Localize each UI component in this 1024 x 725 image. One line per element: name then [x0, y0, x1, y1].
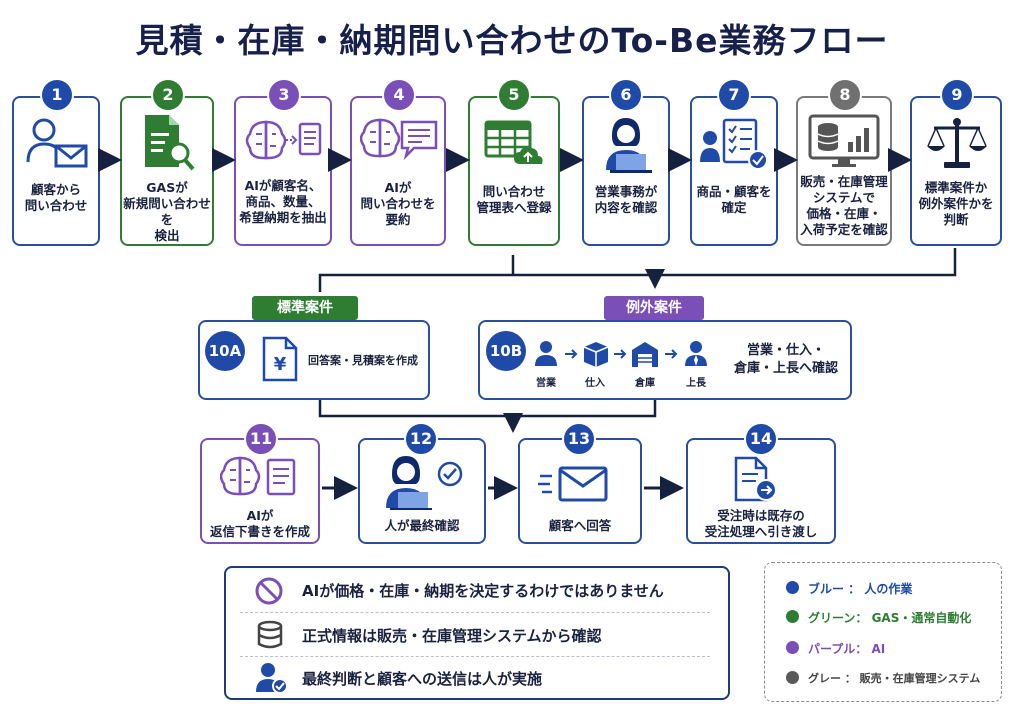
document-search-icon — [145, 115, 195, 171]
step-badge: 7 — [717, 78, 751, 112]
legend-swatch-blue — [786, 581, 799, 594]
legend-purple: パープル： AI — [808, 642, 886, 656]
note-text: 最終判断と顧客への送信は人が実施 — [302, 670, 543, 688]
step-label: 営業事務が 内容を確認 — [594, 184, 658, 215]
step-badge: 12 — [404, 422, 438, 456]
step-badge: 8 — [828, 78, 862, 112]
step-badge: 4 — [382, 78, 416, 112]
legend-blue: ブルー ： 人の作業 — [808, 582, 913, 596]
role-sales: 営業 — [536, 378, 556, 389]
step-label: 販売・在庫管理 システムで 価格・在庫・ 入荷予定を確認 — [800, 174, 888, 237]
ai-brain-doc-icon — [220, 456, 296, 496]
step-badge: 5 — [497, 78, 531, 112]
svg-text:¥: ¥ — [274, 354, 287, 375]
step-label: AIが 返信下書きを作成 — [209, 508, 310, 539]
customer-mail-icon — [26, 118, 88, 168]
document-forward-icon — [734, 456, 777, 502]
step-badge: 10A — [205, 331, 245, 371]
exception-case-tag: 例外案件 — [604, 296, 704, 320]
legend-gray: グレー ： 販売・在庫管理システム — [808, 672, 981, 685]
note-text: AIが価格・在庫・納期を決定するわけではありません — [302, 582, 664, 600]
staff-check-icon — [386, 456, 463, 510]
ai-brain-extract-icon — [245, 120, 322, 160]
step-label: 問い合わせ 管理表へ登録 — [476, 184, 552, 215]
step-badge: 14 — [744, 422, 778, 456]
step-badge: 2 — [151, 78, 185, 112]
notes-divider — [240, 656, 710, 657]
page-title: 見積・在庫・納期問い合わせのTo-Be業務フロー — [135, 21, 889, 60]
role-purchasing: 仕入 — [585, 378, 605, 389]
scales-icon — [927, 118, 987, 168]
person-check-icon — [256, 663, 288, 694]
notes-divider — [240, 612, 710, 613]
role-manager: 上長 — [686, 378, 706, 389]
prohibited-icon — [255, 577, 283, 605]
send-mail-icon — [538, 466, 608, 502]
step-label: 回答案・見積案を作成 — [308, 354, 418, 367]
legend-swatch-purple — [786, 641, 799, 654]
step-label: AIが顧客名、 商品、数量、 希望納期を抽出 — [239, 178, 327, 225]
step-badge: 1 — [40, 78, 74, 112]
step-badge: 10B — [486, 331, 526, 371]
note-text: 正式情報は販売・在庫管理システムから確認 — [302, 627, 602, 645]
legend-swatch-green — [786, 610, 799, 623]
step-label: 営業・仕入・ 倉庫・上長へ確認 — [733, 343, 838, 376]
step-label: AIが 問い合わせを 要約 — [360, 180, 436, 227]
role-warehouse: 倉庫 — [635, 378, 655, 389]
step-badge: 9 — [940, 78, 974, 112]
step-label: 顧客へ回答 — [548, 518, 612, 533]
ai-brain-chat-icon — [360, 118, 438, 161]
step-label: 顧客から 問い合わせ — [24, 182, 88, 213]
step-label: 受注時は既存の 受注処理へ引き渡し — [704, 508, 818, 539]
step-badge: 11 — [244, 422, 278, 456]
legend-panel — [764, 562, 1002, 702]
step-badge: 3 — [267, 78, 301, 112]
step-badge: 6 — [609, 78, 643, 112]
person-checklist-icon — [700, 118, 768, 170]
step-badge: 13 — [562, 422, 596, 456]
standard-case-tag: 標準案件 — [252, 296, 358, 320]
database-monitor-icon — [808, 114, 880, 167]
database-icon — [257, 620, 283, 649]
notes-panel — [224, 566, 730, 700]
step-label: 人が最終確認 — [384, 518, 460, 533]
yen-document-icon: ¥ — [262, 336, 298, 382]
step-label: GASが 新規問い合わせを 検出 — [123, 180, 211, 243]
step-label: 商品・顧客を 確定 — [696, 184, 772, 215]
escalation-chain-icon — [535, 341, 707, 367]
spreadsheet-upload-icon — [484, 120, 543, 164]
staff-laptop-icon — [606, 118, 652, 173]
legend-green: グリーン： GAS・通常自動化 — [808, 611, 972, 625]
step-label: 標準案件か 例外案件かを 判断 — [918, 180, 994, 227]
legend-swatch-gray — [786, 671, 799, 684]
